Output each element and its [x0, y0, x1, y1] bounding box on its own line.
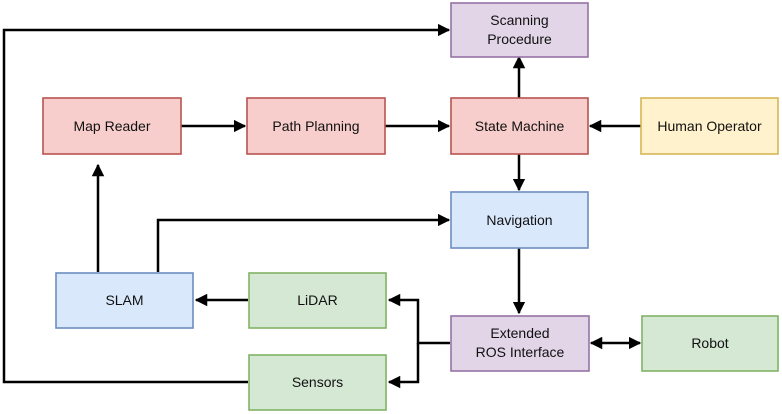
human-operator-box — [640, 97, 779, 155]
map-reader-label: Map Reader — [73, 118, 150, 134]
edge-sensors-to-scanning — [2, 23, 451, 384]
node-map-reader: Map Reader — [42, 97, 182, 155]
ros-interface-label-line2: ROS Interface — [476, 344, 565, 360]
lidar-label: LiDAR — [297, 292, 337, 308]
node-lidar: LiDAR — [248, 272, 387, 329]
path-planning-label: Path Planning — [272, 118, 359, 134]
slam-label: SLAM — [105, 292, 143, 308]
map-reader-box — [42, 97, 182, 155]
state-machine-label: State Machine — [475, 118, 565, 134]
sensors-box — [248, 354, 387, 411]
slam-box — [55, 272, 194, 329]
edge-ros-interface-to-lidar — [387, 293, 450, 345]
scanning-procedure-box — [450, 2, 589, 58]
node-sensors: Sensors — [248, 354, 387, 411]
ros-interface-box — [450, 315, 590, 372]
navigation-box — [450, 191, 589, 249]
state-machine-box — [450, 97, 589, 155]
node-extended-ros-interface: Extended ROS Interface — [450, 315, 590, 372]
robot-box — [641, 315, 779, 372]
node-slam: SLAM — [55, 272, 194, 329]
scanning-procedure-label-line1: Scanning — [490, 12, 548, 28]
node-robot: Robot — [641, 315, 779, 372]
path-planning-box — [246, 97, 386, 155]
node-state-machine: State Machine — [450, 97, 589, 155]
edges — [2, 23, 642, 389]
human-operator-label: Human Operator — [657, 118, 762, 134]
edge-ros-interface-to-sensors — [387, 343, 420, 389]
robot-label: Robot — [691, 335, 728, 351]
navigation-label: Navigation — [486, 212, 552, 228]
lidar-box — [248, 272, 387, 329]
node-navigation: Navigation — [450, 191, 589, 249]
sensors-label: Sensors — [292, 374, 343, 390]
node-human-operator: Human Operator — [640, 97, 779, 155]
node-scanning-procedure: Scanning Procedure — [450, 2, 589, 58]
scanning-procedure-label-line2: Procedure — [487, 31, 552, 47]
node-path-planning: Path Planning — [246, 97, 386, 155]
edge-slam-to-navigation — [156, 213, 451, 272]
ros-interface-label-line1: Extended — [490, 325, 549, 341]
